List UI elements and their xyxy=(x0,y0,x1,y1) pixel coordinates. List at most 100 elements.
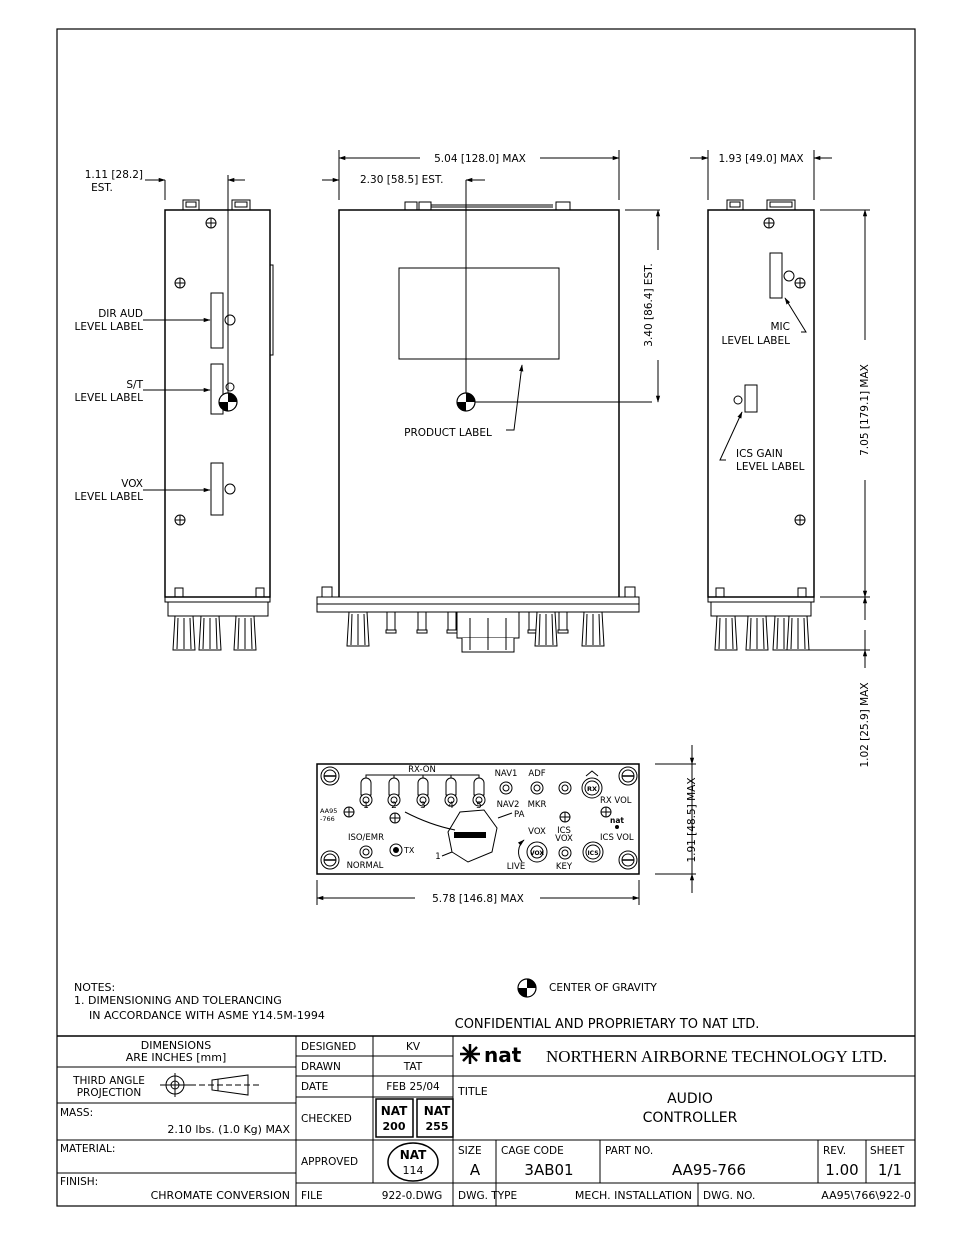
tb-dwg-no-label: DWG. NO. xyxy=(703,1190,755,1202)
dim-front-width: 5.04 [128.0] MAX xyxy=(434,153,526,165)
panel-mkr: MKR xyxy=(528,800,547,810)
panel-sw4: 4 xyxy=(448,801,454,811)
tb-date-label: DATE xyxy=(301,1081,328,1093)
dim-overall-height: 7.05 [179.1] MAX xyxy=(859,364,871,456)
tb-nat255-1: NAT xyxy=(424,1104,451,1118)
tb-nat114-2: 114 xyxy=(403,1164,424,1177)
st-label-2: LEVEL LABEL xyxy=(75,392,144,404)
tb-drawn-label: DRAWN xyxy=(301,1061,341,1073)
mic-label-2: LEVEL LABEL xyxy=(722,335,791,347)
tb-drawn-value: TAT xyxy=(403,1061,423,1073)
cog-legend-icon xyxy=(517,978,537,998)
panel-rx-vol: RX VOL xyxy=(600,796,632,806)
panel-rx-on: RX-ON xyxy=(408,765,436,775)
panel-ics-vol: ICS VOL xyxy=(600,833,634,843)
dim-right-width: 1.93 [49.0] MAX xyxy=(718,153,803,165)
panel-sw1: 1 xyxy=(363,801,369,811)
panel-live: LIVE xyxy=(507,862,525,872)
tb-size-label: SIZE xyxy=(458,1145,482,1157)
front-view xyxy=(316,180,652,653)
panel-logo: nat xyxy=(610,816,624,825)
notes-title: NOTES: xyxy=(74,981,115,994)
tb-part-label: PART NO. xyxy=(605,1145,653,1157)
tb-sheet-value: 1/1 xyxy=(878,1161,902,1179)
dim-front-offset: 2.30 [58.5] EST. xyxy=(360,174,443,186)
panel-sw2: 2 xyxy=(391,801,397,811)
tb-finish-label: FINISH: xyxy=(60,1176,98,1188)
notes-line-2: IN ACCORDANCE WITH ASME Y14.5M-1994 xyxy=(89,1009,325,1022)
tb-dimensions-1: DIMENSIONS xyxy=(141,1039,211,1052)
tb-designed-value: KV xyxy=(406,1041,421,1053)
tb-rev-value: 1.00 xyxy=(825,1161,858,1179)
dim-left-depth: 1.11 [28.2] xyxy=(85,169,143,181)
tb-nat200-1: NAT xyxy=(381,1104,408,1118)
panel-vox: VOX xyxy=(528,827,546,837)
tb-title-2: CONTROLLER xyxy=(643,1110,738,1126)
tb-designed-label: DESIGNED xyxy=(301,1041,356,1053)
panel-vox-knob: VOX xyxy=(530,850,544,857)
panel-nav1: NAV1 xyxy=(495,769,518,779)
panel-key: KEY xyxy=(556,862,573,872)
tb-file-value: 922-0.DWG xyxy=(382,1190,442,1202)
panel-rx-knob: RX xyxy=(587,785,597,793)
panel-model-1: AA95 xyxy=(320,807,337,815)
front-panel-view xyxy=(316,763,640,875)
product-label: PRODUCT LABEL xyxy=(404,427,492,439)
dim-label-height: 3.40 [86.4] EST. xyxy=(643,263,655,346)
left-side-view xyxy=(143,195,274,651)
tb-dwg-no-value: AA95\766\922-0 xyxy=(821,1189,911,1202)
tb-cage-label: CAGE CODE xyxy=(501,1145,564,1157)
panel-iso-emr: ISO/EMR xyxy=(348,833,384,843)
right-side-view xyxy=(707,199,815,651)
sheet-border xyxy=(56,28,916,1207)
panel-ics-knob: ICS xyxy=(587,850,598,857)
dim-knob-depth: 1.02 [25.9] MAX xyxy=(859,682,871,767)
tb-title-label: TITLE xyxy=(457,1085,488,1098)
title-block xyxy=(57,1035,915,1206)
panel-model-2: -766 xyxy=(320,815,335,823)
tb-date-value: FEB 25/04 xyxy=(386,1081,440,1093)
panel-rotary-1: 1 xyxy=(435,852,440,862)
panel-sw5: 5 xyxy=(476,801,482,811)
tb-checked-label: CHECKED xyxy=(301,1113,352,1125)
ics-gain-label-2: LEVEL LABEL xyxy=(736,461,805,473)
panel-nav2: NAV2 xyxy=(497,800,520,810)
dir-aud-label-2: LEVEL LABEL xyxy=(75,321,144,333)
tb-mass-label: MASS: xyxy=(60,1107,93,1119)
dim-panel-width: 5.78 [146.8] MAX xyxy=(432,893,524,905)
tb-dwg-type-label: DWG. TYPE xyxy=(458,1190,517,1202)
tb-nat255-2: 255 xyxy=(426,1120,449,1133)
dir-aud-label: DIR AUD xyxy=(98,308,143,320)
tb-mass-value: 2.10 lbs. (1.0 Kg) MAX xyxy=(167,1123,290,1136)
panel-ics-vox-2: VOX xyxy=(555,834,573,844)
panel-sw3: 3 xyxy=(420,801,426,811)
vox-label-2: LEVEL LABEL xyxy=(75,491,144,503)
tb-company: NORTHERN AIRBORNE TECHNOLOGY LTD. xyxy=(546,1047,887,1066)
tb-rev-label: REV. xyxy=(823,1145,846,1157)
notes-line-1: 1. DIMENSIONING AND TOLERANCING xyxy=(74,994,282,1007)
tb-size-value: A xyxy=(470,1161,481,1179)
tb-projection-1: THIRD ANGLE xyxy=(72,1075,145,1087)
tb-nat200-2: 200 xyxy=(383,1120,406,1133)
tb-cage-value: 3AB01 xyxy=(524,1161,573,1179)
tb-file-label: FILE xyxy=(301,1190,323,1202)
confidential-notice: CONFIDENTIAL AND PROPRIETARY TO NAT LTD. xyxy=(455,1017,760,1032)
tb-projection-2: PROJECTION xyxy=(77,1087,142,1099)
tb-logo: nat xyxy=(484,1043,522,1067)
cog-legend-label: CENTER OF GRAVITY xyxy=(549,982,657,994)
panel-tx: TX xyxy=(403,846,415,855)
panel-pa: PA xyxy=(514,810,525,820)
dim-panel-height: 1.91 [48.5] MAX xyxy=(686,777,698,862)
rotary-selector xyxy=(404,809,513,863)
dim-left-depth-est: EST. xyxy=(91,182,113,194)
vox-label: VOX xyxy=(121,478,143,490)
tb-material-label: MATERIAL: xyxy=(60,1143,115,1155)
tb-title-1: AUDIO xyxy=(667,1091,713,1107)
st-label: S/T xyxy=(126,379,143,391)
tb-part-value: AA95-766 xyxy=(672,1161,746,1179)
tb-approved-label: APPROVED xyxy=(301,1156,358,1168)
tb-dwg-type-value: MECH. INSTALLATION xyxy=(575,1189,692,1202)
ics-gain-label: ICS GAIN xyxy=(736,448,783,460)
panel-adf: ADF xyxy=(528,769,545,779)
